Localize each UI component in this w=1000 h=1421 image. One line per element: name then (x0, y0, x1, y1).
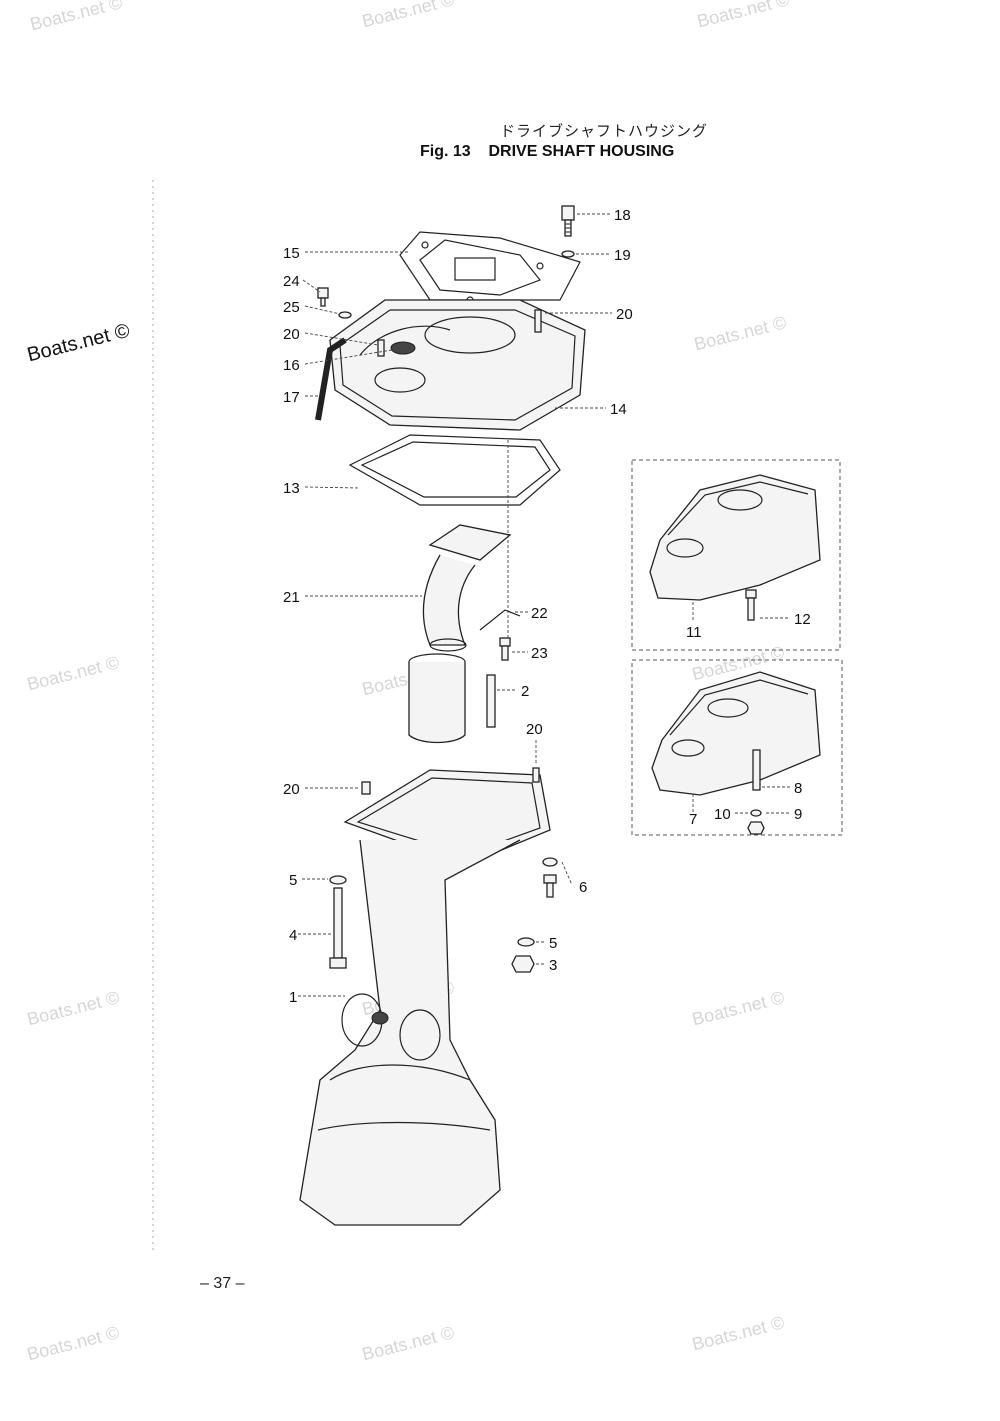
callout-12: 12 (794, 611, 811, 628)
callout-21: 21 (283, 589, 300, 606)
callout-20: 20 (616, 306, 633, 323)
callout-7: 7 (689, 811, 697, 828)
figure-title-japanese: ドライブシャフトハウジング (500, 122, 709, 140)
callout-5: 5 (289, 872, 297, 889)
callout-25: 25 (283, 299, 300, 316)
part-15-plate (399, 231, 581, 304)
part-13-gasket (348, 434, 561, 506)
callout-17: 17 (283, 389, 300, 406)
part-4-bolt (329, 887, 347, 969)
figure-title: Fig. 13 DRIVE SHAFT HOUSING (420, 143, 674, 161)
callout-13: 13 (283, 480, 300, 497)
part-7-housing-variant (651, 671, 821, 796)
callout-5: 5 (549, 935, 557, 952)
callout-20: 20 (283, 326, 300, 343)
callout-19: 19 (614, 247, 631, 264)
part-22-clip (479, 609, 521, 631)
part-5-washer (329, 875, 347, 885)
part-14-housing (329, 299, 586, 431)
part-17-hose (315, 337, 347, 421)
part-18-bolt (561, 205, 575, 237)
part-11-housing-variant (649, 474, 821, 601)
part-2-tube (408, 653, 496, 744)
callout-8: 8 (794, 780, 802, 797)
callout-14: 14 (610, 401, 627, 418)
part-6-bolt (543, 874, 557, 898)
part-12-bolt (745, 589, 757, 621)
page-number: – 37 – (200, 1275, 245, 1292)
callout-1: 1 (289, 989, 297, 1006)
part-19-washer (561, 250, 575, 258)
part-3-nut (511, 955, 535, 973)
callout-9: 9 (794, 806, 802, 823)
part-10-washer (750, 809, 762, 817)
part-16-seal (390, 341, 416, 355)
callout-16: 16 (283, 357, 300, 374)
part-25-washer (338, 311, 352, 319)
figure-name: DRIVE SHAFT HOUSING (488, 143, 675, 160)
callout-15: 15 (283, 245, 300, 262)
callout-2: 2 (521, 683, 529, 700)
callout-20: 20 (526, 721, 543, 738)
part-20-pin (532, 767, 540, 783)
part-1-drive-shaft-housing (299, 769, 551, 1226)
callouts: 18 19 15 24 25 20 20 16 17 14 13 21 22 2… (283, 207, 811, 1006)
callout-3: 3 (549, 957, 557, 974)
part-2-stud (486, 674, 496, 728)
part-8-stud (752, 749, 761, 791)
part-9-nut (747, 821, 765, 835)
callout-23: 23 (531, 645, 548, 662)
alt-part-box-lower (631, 659, 843, 836)
part-20-dowel-pin (377, 339, 385, 357)
callout-10: 10 (714, 806, 731, 823)
callout-22: 22 (531, 605, 548, 622)
part-24-bolt (317, 287, 329, 307)
part-5-washer (517, 937, 535, 947)
part-21-exhaust-pipe (422, 524, 512, 652)
part-6-washer (542, 857, 558, 867)
callout-18: 18 (614, 207, 631, 224)
leader-lines (298, 213, 790, 997)
figure-label: Fig. 13 (420, 143, 471, 160)
part-20-pin (361, 781, 371, 795)
callout-24: 24 (283, 273, 300, 290)
callout-4: 4 (289, 927, 297, 944)
part-20-dowel-pin (534, 309, 542, 333)
part-23-bolt (499, 637, 511, 661)
alt-part-box-upper (631, 459, 841, 651)
callout-6: 6 (579, 879, 587, 896)
callout-11: 11 (686, 624, 702, 641)
callout-20: 20 (283, 781, 300, 798)
